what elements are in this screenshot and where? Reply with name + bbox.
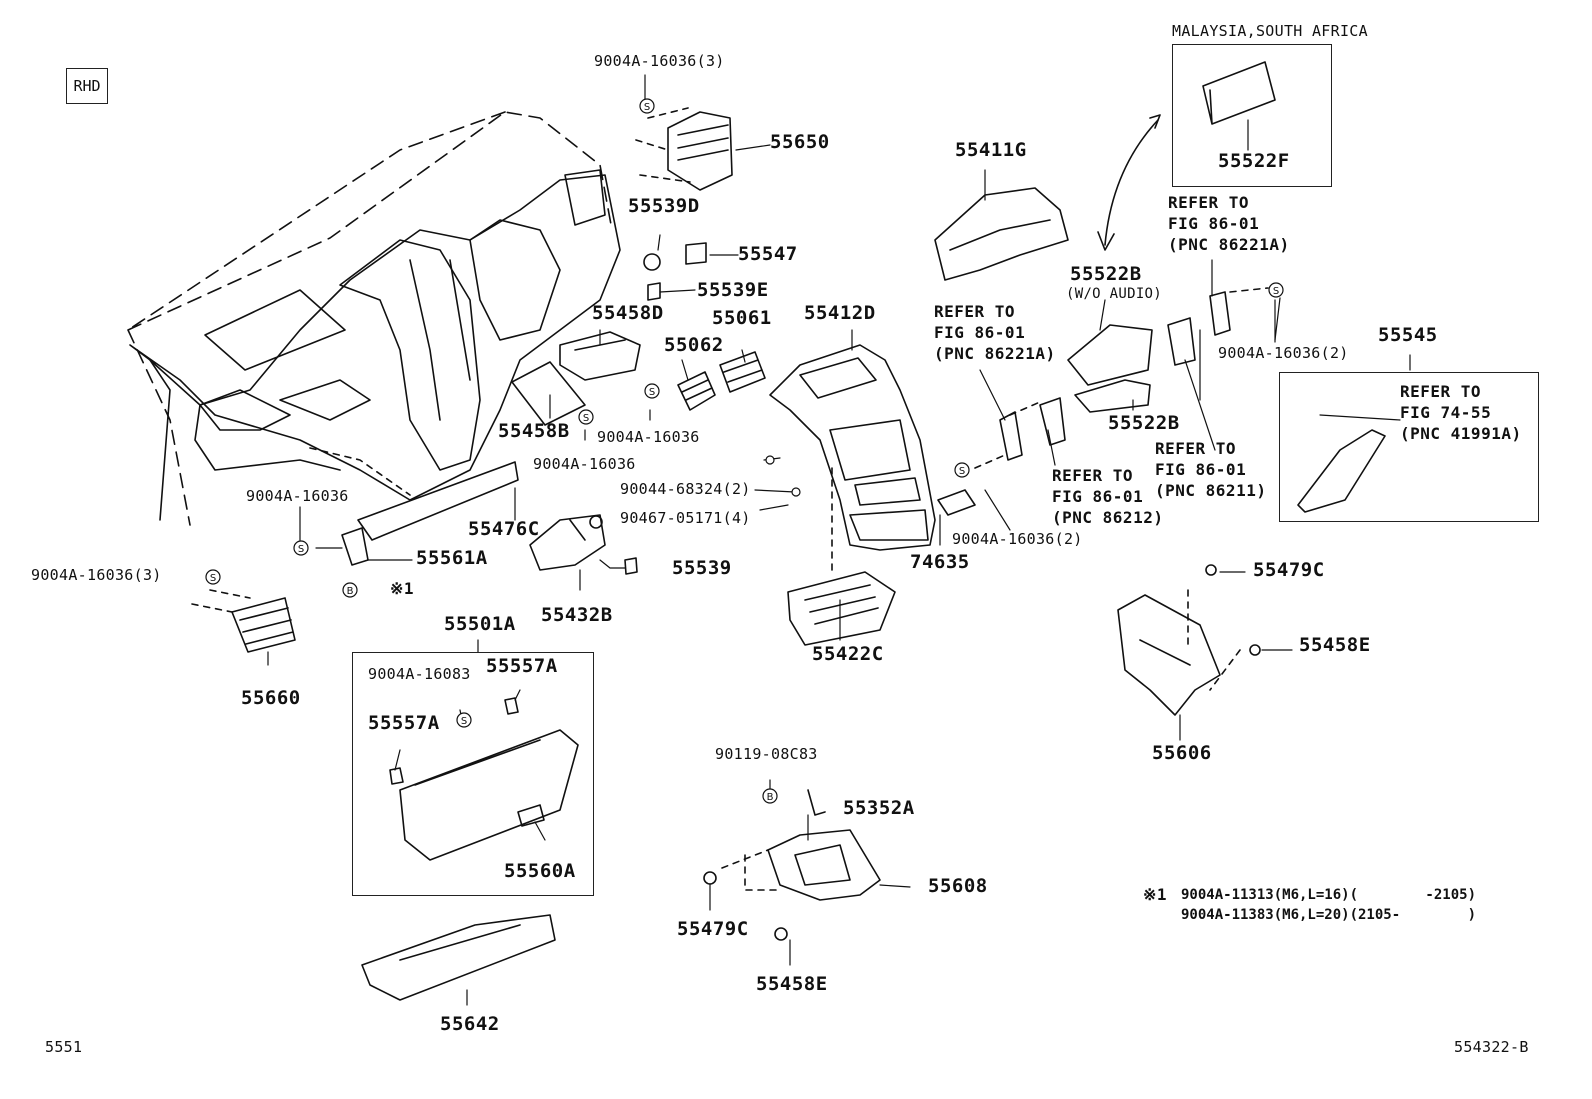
- footer-left-code: 5551: [45, 1038, 83, 1056]
- rhd-label: RHD: [73, 77, 101, 95]
- part-55479c-lower: 55479C: [677, 918, 749, 940]
- part-55539e: 55539E: [697, 279, 769, 301]
- svg-text:S: S: [1273, 286, 1279, 297]
- part-74635: 74635: [910, 551, 970, 573]
- part-55545: 55545: [1378, 324, 1438, 346]
- svg-text:S: S: [644, 102, 650, 113]
- part-55522f: 55522F: [1218, 150, 1290, 172]
- fastener-16083: 9004A-16083: [368, 665, 471, 683]
- fastener-90467-05171: 90467-05171(4): [620, 509, 751, 527]
- fastener-right-2a: 9004A-16036(2): [1218, 344, 1349, 362]
- part-55412d: 55412D: [804, 302, 876, 324]
- box-55501a: [352, 652, 594, 896]
- dashboard-body: [129, 174, 621, 501]
- part-55422c: 55422C: [812, 643, 884, 665]
- part-55458e-lower: 55458E: [756, 973, 828, 995]
- part-55476c: 55476C: [468, 518, 540, 540]
- part-55557a-upper: 55557A: [486, 655, 558, 677]
- part-55522b-bottom: 55522B: [1108, 412, 1180, 434]
- frame-55642: [361, 914, 556, 1001]
- cluster-hood-55411g: [934, 187, 1069, 281]
- box-55545: [1279, 372, 1539, 522]
- part-55062: 55062: [664, 334, 724, 356]
- center-panel-55412d: [769, 344, 936, 551]
- part-55458b: 55458B: [498, 420, 570, 442]
- region-box: [1172, 44, 1332, 187]
- footnote-lines: 9004A-11313(M6,L=16)( -2105)9004A-11383(…: [1181, 887, 1477, 924]
- fastener-08c83: 90119-08C83: [715, 745, 818, 763]
- fastener-mid-1: 9004A-16036: [597, 428, 700, 446]
- part-55660: 55660: [241, 687, 301, 709]
- footnote-mark: ※1: [1143, 885, 1168, 904]
- fastener-90044-68324: 90044-68324(2): [620, 480, 751, 498]
- part-55539: 55539: [672, 557, 732, 579]
- part-55522b-top: 55522B: [1070, 263, 1142, 285]
- trim-strip: [357, 461, 519, 541]
- vent-55650: [667, 111, 733, 191]
- part-55642: 55642: [440, 1013, 500, 1035]
- part-55606: 55606: [1152, 742, 1212, 764]
- part-55547: 55547: [738, 243, 798, 265]
- part-55352a: 55352A: [843, 797, 915, 819]
- glove-box-55501a: [399, 729, 579, 861]
- cover-55608: [767, 829, 881, 901]
- rhd-badge: RHD: [66, 68, 108, 104]
- fastener-left-3: 9004A-16036(3): [31, 566, 162, 584]
- svg-text:S: S: [298, 544, 304, 555]
- part-55479c-right: 55479C: [1253, 559, 1325, 581]
- svg-text:S: S: [461, 716, 467, 727]
- part-55560a: 55560A: [504, 860, 576, 882]
- part-55539d: 55539D: [628, 195, 700, 217]
- part-55458e-right: 55458E: [1299, 634, 1371, 656]
- part-55432b: 55432B: [541, 604, 613, 626]
- svg-text:S: S: [583, 413, 589, 424]
- bracket-55606: [1117, 594, 1221, 716]
- fastener-right-2b: 9004A-16036(2): [952, 530, 1083, 548]
- svg-text:B: B: [347, 586, 354, 597]
- region-title: MALAYSIA,SOUTH AFRICA: [1172, 22, 1368, 40]
- part-55650: 55650: [770, 131, 830, 153]
- part-55522b-note: (W/O AUDIO): [1066, 286, 1163, 302]
- part-55411g: 55411G: [955, 139, 1027, 161]
- fastener-left: 9004A-16036: [246, 487, 349, 505]
- part-55561a: 55561A: [416, 547, 488, 569]
- svg-text:S: S: [959, 466, 965, 477]
- part-55061: 55061: [712, 307, 772, 329]
- part-55501a: 55501A: [444, 613, 516, 635]
- part-55458d: 55458D: [592, 302, 664, 324]
- footnote-ref-mark: ※1: [390, 579, 415, 598]
- fastener-top: 9004A-16036(3): [594, 52, 725, 70]
- svg-text:S: S: [210, 573, 216, 584]
- svg-text:B: B: [767, 792, 774, 803]
- part-55557a-lower: 55557A: [368, 712, 440, 734]
- footer-right-code: 554322-B: [1454, 1038, 1529, 1056]
- svg-text:S: S: [649, 387, 655, 398]
- fastener-mid-2: 9004A-16036: [533, 455, 636, 473]
- part-55608: 55608: [928, 875, 988, 897]
